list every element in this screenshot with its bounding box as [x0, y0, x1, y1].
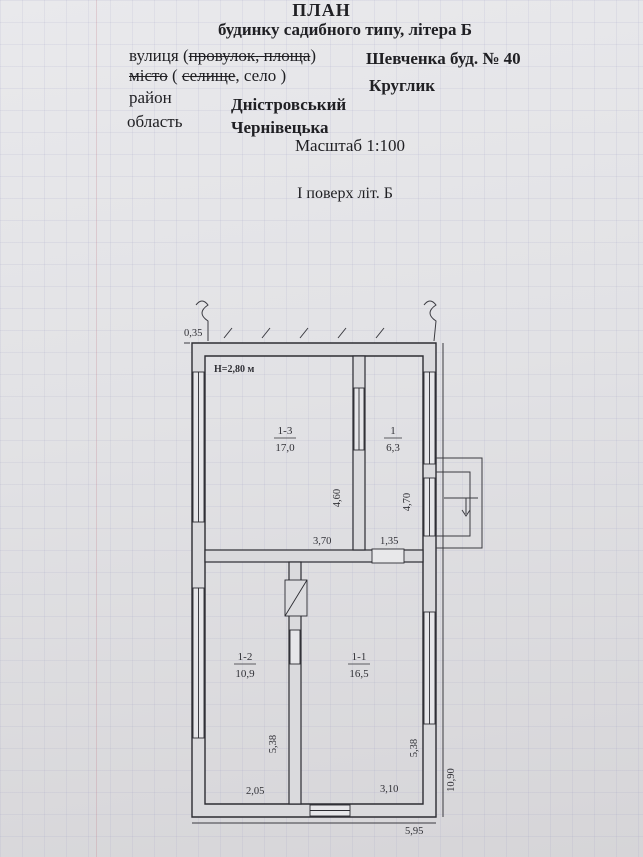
- interior-wall-lower-vertical: [288, 561, 302, 805]
- dim-total-length: 10,90: [446, 768, 457, 792]
- room-1-1-number: 1-1: [352, 651, 367, 663]
- room-1-number: 1: [390, 425, 396, 437]
- street-value: Шевченка буд. № 40: [366, 49, 521, 68]
- dim-room11-depth: 5,38: [409, 739, 420, 757]
- outer-wall: [191, 342, 437, 818]
- dim-room12-depth: 5,38: [268, 735, 279, 753]
- height-note: H=2,80 м: [214, 364, 254, 375]
- roof-hatch: [223, 327, 385, 339]
- interior-wall-horizontal: [204, 549, 424, 563]
- room-1-3-number: 1-3: [278, 425, 293, 437]
- break-line-right: [423, 300, 437, 342]
- dim-room13-width: 3,70: [313, 536, 331, 547]
- room-1-1-area: 16,5: [349, 668, 369, 680]
- document-subtitle: будинку садибного типу, літера Б: [217, 20, 473, 39]
- page-margin-line: [96, 0, 97, 857]
- dim-room11-width: 3,10: [380, 784, 398, 795]
- room-1-3-area: 17,0: [275, 442, 295, 454]
- dim-room13-depth: 4,60: [332, 489, 343, 507]
- dim-room1-depth: 4,70: [402, 493, 413, 511]
- dim-room1-width: 1,35: [380, 536, 398, 547]
- document-title: ПЛАН: [292, 0, 351, 20]
- district-label: район: [129, 88, 172, 107]
- scale-label: Масштаб 1:100: [294, 136, 406, 155]
- break-line-left: [195, 300, 209, 341]
- interior-wall-upper-vertical: [352, 355, 366, 551]
- room-1-2-area: 10,9: [235, 668, 255, 680]
- region-label: область: [127, 112, 183, 131]
- entrance-porch: [436, 457, 483, 549]
- room-1-2-number: 1-2: [238, 651, 253, 663]
- region-value: Чернівецька: [231, 118, 329, 137]
- locality-value: Круглик: [369, 76, 436, 95]
- street-label: вулиця (провулок, площа): [129, 46, 317, 65]
- district-value: Дністровський: [231, 95, 347, 114]
- door-opening-lower: [289, 629, 301, 665]
- locality-label: місто ( селище, село ): [129, 66, 287, 85]
- room-1-area: 6,3: [386, 442, 400, 454]
- dim-wall-offset: 0,35: [184, 328, 202, 339]
- door-opening-hall: [371, 548, 405, 564]
- dim-total-width: 5,95: [405, 826, 423, 837]
- dim-room12-width: 2,05: [246, 786, 264, 797]
- floor-caption: I поверх літ. Б: [297, 185, 393, 202]
